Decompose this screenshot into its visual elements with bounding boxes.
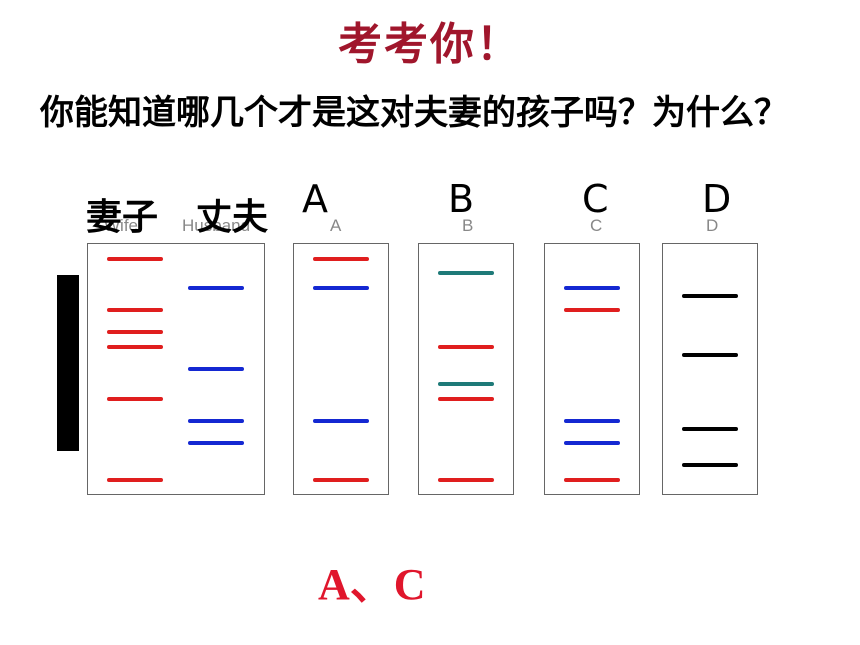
band-c <box>564 441 620 445</box>
option-d-label: D <box>702 177 732 221</box>
band-d <box>682 427 738 431</box>
band-a <box>313 257 369 261</box>
wife-label: 妻子 <box>86 197 159 238</box>
husband-band <box>188 441 244 445</box>
gel-panel-d <box>662 243 758 495</box>
wife-lane-label: Wife <box>104 216 138 235</box>
band-c <box>564 419 620 423</box>
gel-panel-c <box>544 243 640 495</box>
band-b <box>438 345 494 349</box>
husband-lane-label: Husband <box>182 216 251 235</box>
band-a <box>313 478 369 482</box>
band-c <box>564 286 620 290</box>
wife-band <box>107 478 163 482</box>
parents-gel-panel <box>87 243 265 495</box>
band-d <box>682 294 738 298</box>
wife-band <box>107 257 163 261</box>
husband-band <box>188 367 244 371</box>
band-c <box>564 308 620 312</box>
band-d <box>682 463 738 467</box>
gel-panel-b <box>418 243 514 495</box>
husband-band <box>188 286 244 290</box>
husband-band <box>188 419 244 423</box>
wife-band <box>107 397 163 401</box>
option-c-label: C <box>582 177 609 221</box>
band-a <box>313 286 369 290</box>
band-b <box>438 271 494 275</box>
lane-c-label: C <box>590 216 603 235</box>
answer-text: A、C <box>318 560 426 609</box>
side-bar <box>57 275 79 451</box>
question-text: 你能知道哪几个才是这对夫妻的孩子吗？为什么？ <box>40 93 788 133</box>
wife-band <box>107 345 163 349</box>
band-b <box>438 397 494 401</box>
band-a <box>313 419 369 423</box>
lane-d-label: D <box>706 216 719 235</box>
band-c <box>564 478 620 482</box>
band-b <box>438 478 494 482</box>
option-a-label: A <box>302 177 328 221</box>
gel-panel-a <box>293 243 389 495</box>
band-d <box>682 353 738 357</box>
band-b <box>438 382 494 386</box>
lane-b-label: B <box>462 216 474 235</box>
wife-band <box>107 308 163 312</box>
lane-a-label: A <box>330 216 342 235</box>
wife-band <box>107 330 163 334</box>
option-b-label: B <box>448 177 475 221</box>
slide-title: 考考你！ <box>338 19 522 70</box>
husband-label: 丈夫 <box>196 197 269 238</box>
